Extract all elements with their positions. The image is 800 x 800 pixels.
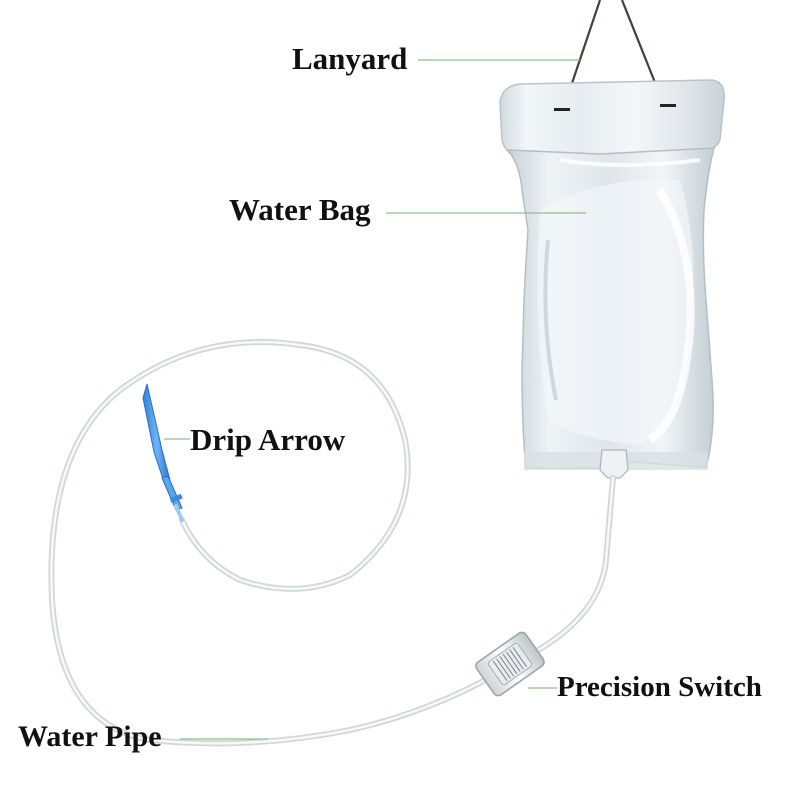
leader-lines bbox=[164, 59, 586, 740]
water-pipe-label: Water Pipe bbox=[18, 720, 162, 753]
hang-hole bbox=[660, 104, 676, 107]
lanyard-label: Lanyard bbox=[292, 41, 408, 76]
water-bag bbox=[499, 79, 725, 479]
water-pipe bbox=[48, 339, 616, 747]
drip-arrow-label: Drip Arrow bbox=[190, 422, 346, 457]
hang-hole bbox=[554, 108, 570, 111]
precision-switch-label: Precision Switch bbox=[557, 671, 762, 703]
precision-switch bbox=[475, 631, 545, 697]
drip-arrow bbox=[142, 383, 184, 522]
water-bag-label: Water Bag bbox=[229, 192, 371, 227]
